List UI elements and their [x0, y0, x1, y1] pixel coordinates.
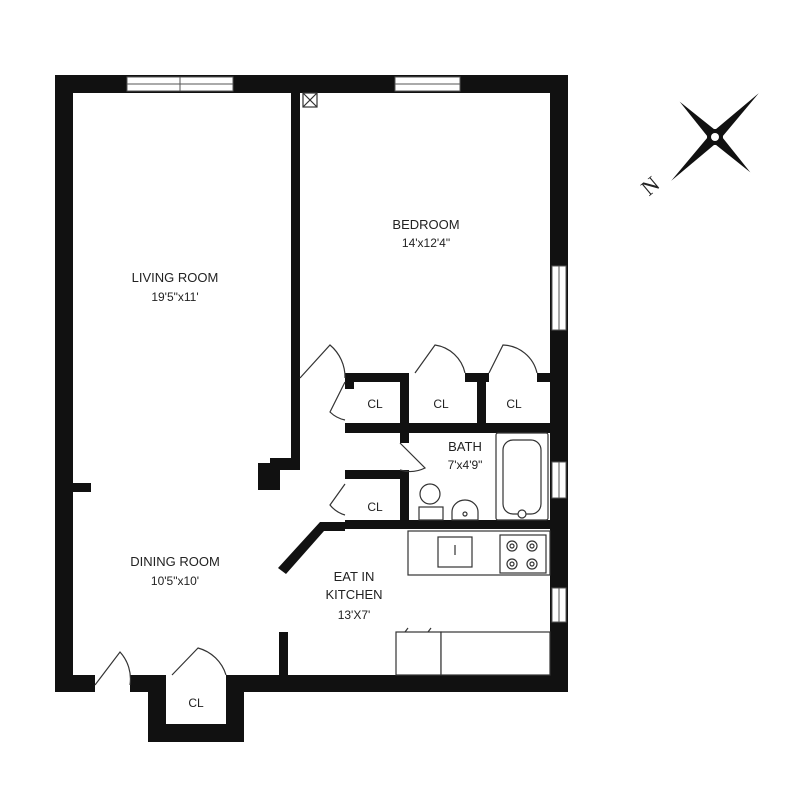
chimney-marker — [302, 92, 318, 108]
wall-bath-bottom — [345, 520, 550, 529]
doors — [94, 344, 538, 686]
refrigerator — [395, 631, 442, 676]
counter-lower — [440, 631, 551, 676]
bedroom-name: BEDROOM — [392, 217, 459, 232]
door-closet-2 — [414, 344, 466, 374]
wall-bath-left-bottom — [400, 470, 409, 527]
bath-dims: 7'x4'9" — [448, 458, 483, 472]
closet-alcove-bottom — [148, 724, 244, 742]
wall-living-stub-2 — [258, 463, 280, 490]
kitchen-dims: 13'X7' — [338, 608, 371, 622]
wall-bottom-right — [238, 675, 568, 692]
closet-label-4: CL — [367, 500, 383, 514]
bathtub-drain — [517, 509, 527, 519]
closet-alcove-left — [148, 675, 166, 740]
wall-closet-left — [345, 373, 354, 389]
wall-kitchen-stub — [279, 632, 288, 677]
door-closet-3 — [488, 344, 538, 374]
wall-bedroom-bottom-1 — [345, 373, 403, 382]
kitchen-fixtures — [395, 530, 551, 676]
compass-north-label: N — [636, 171, 664, 200]
interior-walls — [73, 93, 550, 677]
wall-bath-closet-top — [345, 470, 409, 479]
door-bath — [399, 442, 427, 473]
wall-kitchen-diagonal — [278, 522, 345, 574]
door-closet-4 — [329, 483, 346, 516]
door-closet-bottom — [171, 647, 227, 676]
closet-label-3: CL — [506, 397, 522, 411]
door-entry-left — [94, 651, 132, 686]
closet-alcove-top-left — [130, 675, 150, 692]
dining-room-dims: 10'5"x10' — [151, 574, 199, 588]
stove — [499, 534, 547, 574]
wall-bath-left-top — [400, 423, 409, 443]
living-room-dims: 19'5"x11' — [151, 290, 198, 304]
bath-fixtures — [418, 432, 549, 521]
toilet-bowl — [419, 483, 441, 505]
sink — [451, 499, 479, 521]
kitchen-name-line1: EAT IN — [334, 569, 375, 584]
living-room-name: LIVING ROOM — [132, 270, 219, 285]
closet-alcove-right — [226, 675, 244, 740]
wall-bottom-left — [55, 675, 95, 692]
wall-bedroom-bottom-3 — [537, 373, 550, 382]
kitchen-name-line2: KITCHEN — [325, 587, 382, 602]
wall-left — [55, 75, 73, 692]
dining-room-name: DINING ROOM — [130, 554, 220, 569]
wall-closets-bottom — [345, 423, 550, 433]
compass-rose — [671, 93, 759, 181]
bathtub-inner — [502, 439, 542, 515]
bedroom-dims: 14'x12'4" — [402, 236, 450, 250]
door-bedroom — [299, 344, 346, 379]
wall-closet-div-1 — [400, 373, 409, 433]
toilet-tank — [418, 506, 444, 521]
wall-left-nib — [73, 483, 91, 492]
closet-label-5: CL — [188, 696, 204, 710]
wall-closet-div-2 — [477, 373, 486, 433]
windows — [126, 76, 567, 623]
closet-label-2: CL — [433, 397, 449, 411]
bath-name: BATH — [448, 439, 482, 454]
closet-label-1: CL — [367, 397, 383, 411]
door-closet-1 — [329, 381, 346, 421]
wall-living-bedroom — [291, 93, 300, 463]
wall-right — [550, 75, 568, 692]
